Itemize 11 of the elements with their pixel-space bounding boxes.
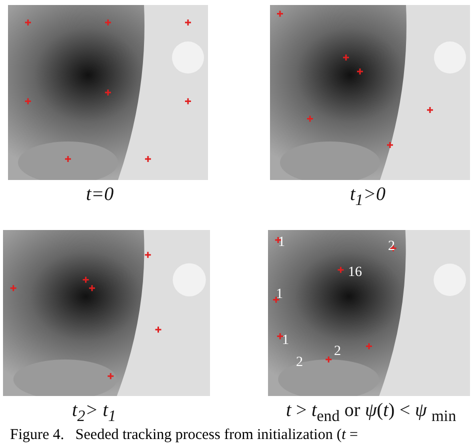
count-label: 1 (278, 236, 285, 250)
panel-caption: t=0 (86, 185, 114, 204)
count-label: 2 (296, 356, 303, 370)
panel-caption: t$_{2}$> t$_{1}$ (72, 401, 116, 425)
count-label: 16 (348, 266, 362, 280)
count-label: 2 (334, 345, 341, 359)
panel-caption: t$_{1}$>0 (350, 185, 386, 209)
count-label: 1 (282, 334, 289, 348)
panel-caption: t > t$_{end}$ or ψ(t) < ψ $_{min}$ (286, 401, 456, 425)
figure-caption: Figure 4. Seeded tracking process from initialization (t = (10, 428, 358, 443)
count-label: 1 (276, 288, 283, 302)
